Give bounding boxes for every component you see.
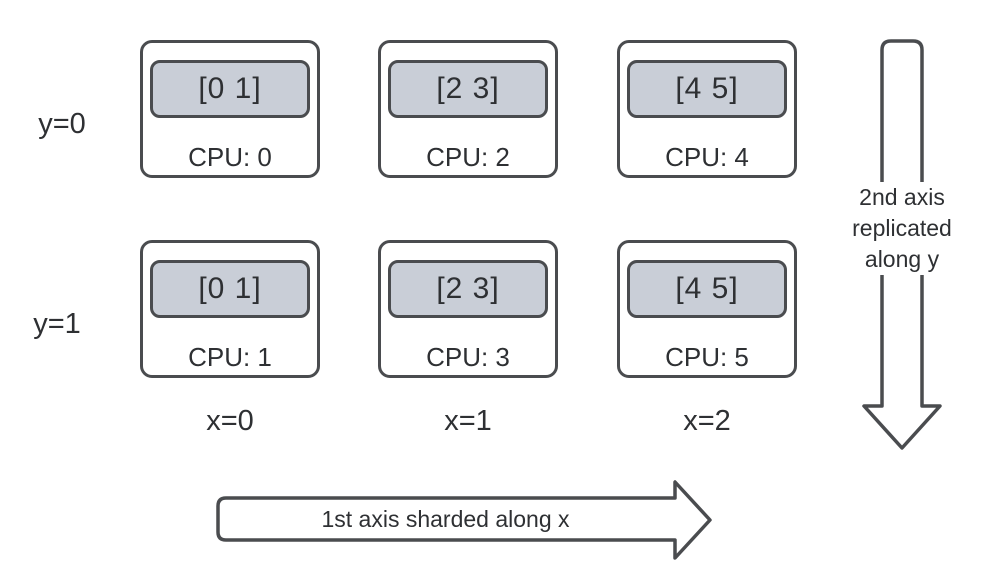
- shard-data: [4 5]: [627, 260, 787, 318]
- col-label-x2: x=2: [683, 405, 731, 437]
- down-arrow-label-line2: replicated: [852, 215, 952, 241]
- row-label-y1: y=1: [33, 308, 81, 340]
- row-label-y0: y=0: [38, 108, 86, 140]
- device-box-cpu0: [0 1] CPU: 0: [140, 40, 320, 178]
- device-box-cpu2: [2 3] CPU: 2: [378, 40, 558, 178]
- cpu-label: CPU: 5: [665, 342, 749, 372]
- col-label-x1: x=1: [444, 405, 492, 437]
- cpu-label: CPU: 1: [188, 342, 272, 372]
- right-arrow-label: 1st axis sharded along x: [321, 506, 570, 532]
- shard-data: [2 3]: [388, 260, 548, 318]
- shard-data: [2 3]: [388, 60, 548, 118]
- down-arrow-label-line1: 2nd axis: [859, 184, 945, 210]
- device-box-cpu1: [0 1] CPU: 1: [140, 240, 320, 378]
- cpu-label: CPU: 3: [426, 342, 510, 372]
- down-arrow-label: 2nd axis replicated along y: [826, 182, 978, 275]
- cpu-label: CPU: 4: [665, 142, 749, 172]
- device-box-cpu4: [4 5] CPU: 4: [617, 40, 797, 178]
- shard-data: [0 1]: [150, 260, 310, 318]
- right-arrow-icon: [216, 480, 712, 560]
- cpu-label: CPU: 0: [188, 142, 272, 172]
- shard-data: [0 1]: [150, 60, 310, 118]
- col-label-x0: x=0: [206, 405, 254, 437]
- device-box-cpu3: [2 3] CPU: 3: [378, 240, 558, 378]
- shard-data: [4 5]: [627, 60, 787, 118]
- device-box-cpu5: [4 5] CPU: 5: [617, 240, 797, 378]
- cpu-label: CPU: 2: [426, 142, 510, 172]
- down-arrow-label-line3: along y: [864, 246, 940, 272]
